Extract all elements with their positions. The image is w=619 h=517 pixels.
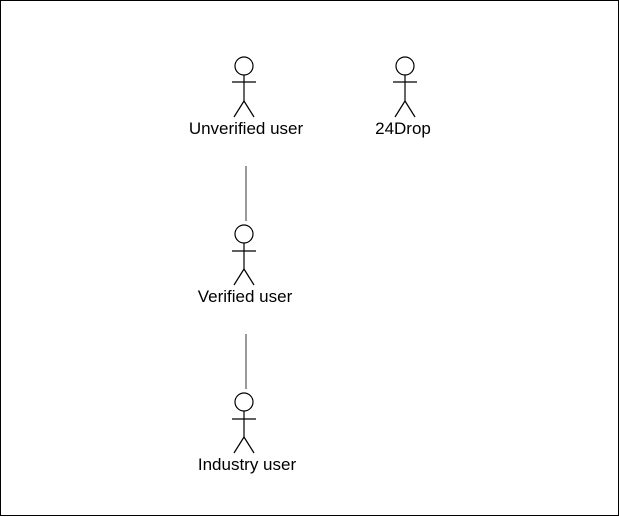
actor-verified-user-figure[interactable] — [232, 224, 256, 286]
actor-unverified-user-label: Unverified user — [188, 119, 304, 138]
actor-verified-user-label: Verified user — [197, 287, 293, 306]
actor-unverified-user-figure[interactable] — [232, 56, 256, 118]
actor-industry-user-figure[interactable] — [232, 392, 256, 454]
actor-24drop-label: 24Drop — [375, 119, 431, 138]
actor-industry-user-label: Industry user — [197, 455, 297, 474]
actor-24drop-figure[interactable] — [393, 56, 417, 118]
